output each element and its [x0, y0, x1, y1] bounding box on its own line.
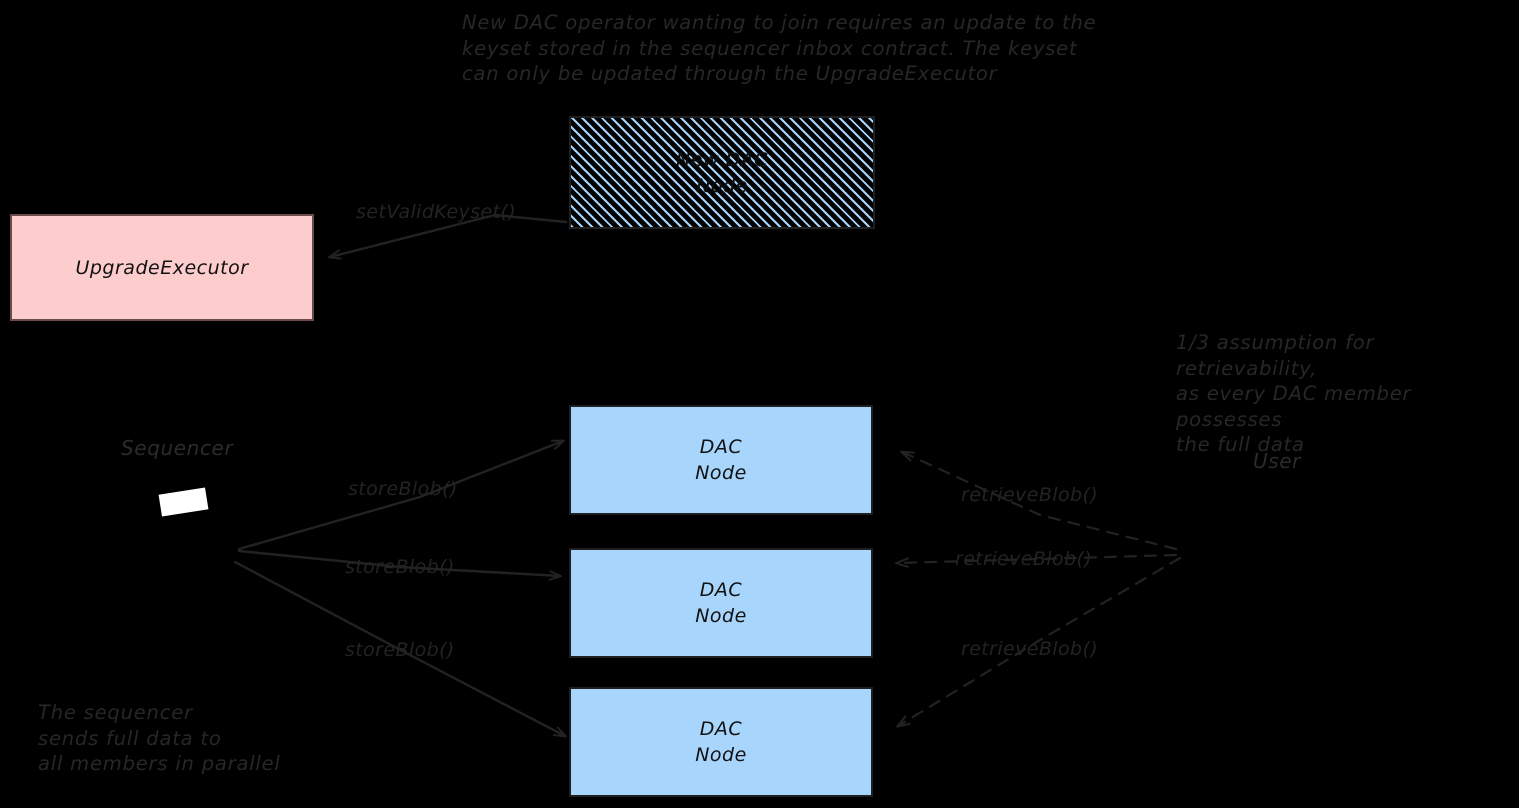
box-dac-node-2[interactable]: DAC Node	[569, 548, 873, 658]
edge-label-set-valid-keyset: setValidKeyset()	[356, 201, 517, 223]
edge-set-valid-keyset	[330, 213, 568, 257]
edge-label-store-blob-2: storeBlob()	[345, 556, 455, 578]
edge-store-blob-3	[233, 560, 565, 736]
box-upgrade-executor-label: UpgradeExecutor	[75, 256, 249, 279]
edge-store-blob-1	[237, 441, 563, 551]
edge-label-retrieve-blob-3: retrieveBlob()	[961, 638, 1099, 660]
box-upgrade-executor[interactable]: UpgradeExecutor	[10, 214, 314, 321]
note-keyset-update: New DAC operator wanting to join require…	[462, 11, 1097, 85]
box-new-dac-node-label: New DAC Node	[676, 148, 768, 197]
box-dac-node-3-label: DAC Node	[695, 718, 747, 766]
edge-retrieve-blob-2	[897, 553, 1178, 563]
box-dac-node-3[interactable]: DAC Node	[569, 687, 873, 797]
note-retrievability: 1/3 assumption for retrievability, as ev…	[1176, 331, 1412, 456]
edge-retrieve-blob-1	[902, 452, 1178, 551]
edge-label-store-blob-3: storeBlob()	[345, 639, 455, 661]
edge-label-retrieve-blob-2: retrieveBlob()	[955, 548, 1093, 570]
edge-retrieve-blob-3	[898, 556, 1182, 726]
edge-label-store-blob-1: storeBlob()	[348, 478, 458, 500]
note-parallel-send: The sequencer sends full data to all mem…	[38, 701, 281, 775]
edge-label-retrieve-blob-1: retrieveBlob()	[961, 484, 1099, 506]
box-dac-node-1[interactable]: DAC Node	[569, 405, 873, 515]
box-new-dac-node[interactable]: New DAC Node	[569, 116, 875, 229]
actor-label-user: User	[1253, 449, 1301, 473]
edge-store-blob-2	[237, 549, 560, 576]
box-dac-node-1-label: DAC Node	[695, 436, 747, 484]
box-dac-node-2-label: DAC Node	[695, 579, 747, 627]
actor-label-sequencer: Sequencer	[121, 436, 234, 460]
